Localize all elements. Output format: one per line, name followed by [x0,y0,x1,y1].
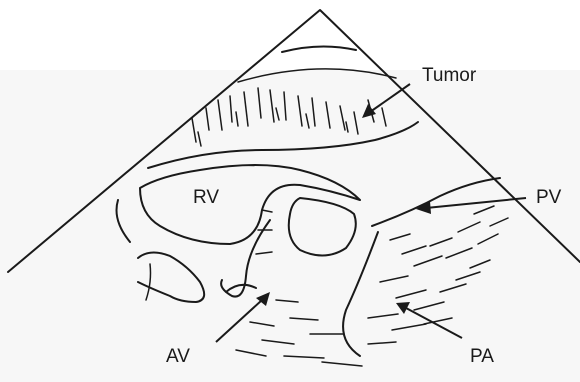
pv-label: PV [536,188,561,207]
apex-arc-2 [238,69,396,82]
tumor-label: Tumor [422,66,476,85]
rv-chamber [140,165,360,244]
lower-left-line [146,264,151,300]
pa-pointer [396,302,462,338]
pa-left-wall [343,232,378,356]
av-pointer [216,292,270,342]
rv-left-wall [117,200,131,242]
av-label: AV [166,347,190,366]
tumor-texture [192,88,386,146]
lower-texture [236,206,508,366]
tumor-border [148,122,418,168]
pa-label: PA [470,347,494,366]
aortic-root [289,198,356,256]
tumor-pointer [362,84,410,118]
rv-label: RV [193,188,219,207]
av-cusp [226,285,256,292]
